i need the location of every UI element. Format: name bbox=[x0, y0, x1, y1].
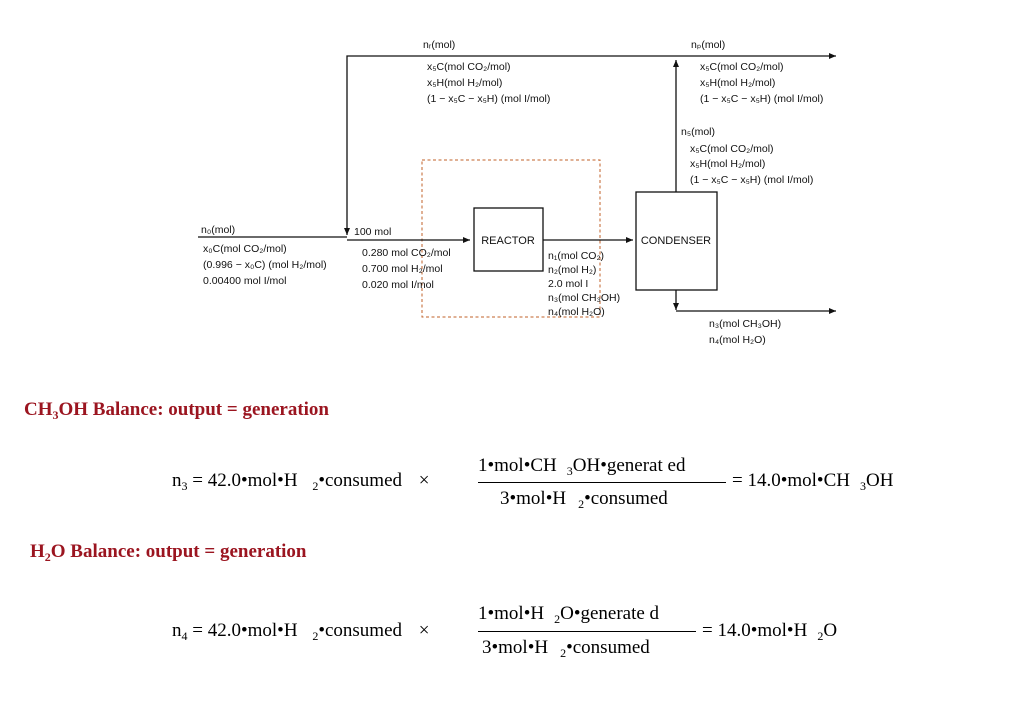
heading-subscript: 3 bbox=[52, 408, 59, 422]
recycle-stream-line bbox=[344, 55, 676, 235]
condenser-box bbox=[635, 191, 718, 291]
h2o-result: = 14.0•mol•H 2O bbox=[702, 620, 838, 643]
ch3oh-result: = 14.0•mol•CH 3OH bbox=[732, 470, 894, 493]
eq-term: = 42.0•mol•H bbox=[192, 470, 298, 491]
condenser-label: CONDENSER bbox=[641, 235, 711, 247]
eq-term: •consumed bbox=[318, 470, 403, 491]
eq-subscript: 2 bbox=[578, 497, 585, 511]
eq-subscript: 2 bbox=[554, 612, 561, 626]
heading-part: OH Balance: output = generation bbox=[58, 399, 330, 420]
h2o-balance-heading: H2O Balance: output = generation bbox=[30, 541, 307, 564]
h2o-fraction-bar bbox=[478, 631, 696, 632]
eq-term: 3•mol•H bbox=[500, 488, 567, 509]
mixed-line-2: 0.700 mol H₂/mol bbox=[362, 263, 443, 275]
condenser-top-line-2: x₅H(mol H₂/mol) bbox=[690, 158, 765, 170]
condenser-top-name: n₅(mol) bbox=[681, 126, 715, 138]
eq-subscript: 2 bbox=[817, 629, 824, 643]
reactor-label: REACTOR bbox=[481, 235, 535, 247]
eq-term: 1•mol•H bbox=[478, 603, 545, 624]
eq-term: O bbox=[823, 620, 838, 641]
eq-term: OH•generat ed bbox=[572, 455, 686, 476]
reactor-out-line-1: n₁(mol CO₂) bbox=[548, 250, 604, 262]
recycle-line-3: (1 − x₅C − x₅H) (mol I/mol) bbox=[427, 93, 550, 105]
eq-subscript: 4 bbox=[181, 629, 188, 643]
eq-term: O•generate d bbox=[560, 603, 660, 624]
purge-line-3: (1 − x₅C − x₅H) (mol I/mol) bbox=[700, 93, 823, 105]
product-line-1: n₃(mol CH₃OH) bbox=[709, 318, 781, 330]
eq-subscript: 3 bbox=[566, 464, 573, 478]
ch3oh-lhs: n3 = 42.0•mol•H 2•consumed × bbox=[172, 470, 430, 493]
heading-part: O Balance: output = generation bbox=[50, 541, 307, 562]
eq-term: = 14.0•mol•CH bbox=[732, 470, 850, 491]
heading-part: H bbox=[30, 541, 45, 562]
h2o-denominator: 3•mol•H 2•consumed bbox=[482, 637, 650, 660]
purge-name: nₚ(mol) bbox=[691, 39, 725, 51]
mixed-line-3: 0.020 mol I/mol bbox=[362, 279, 434, 291]
process-flowchart: REACTOR CONDENSER n₀(mol) x₀C(mol CO₂/mo… bbox=[198, 39, 836, 346]
reactor-box bbox=[473, 207, 544, 272]
eq-subscript: 2 bbox=[312, 629, 319, 643]
feed-line-2: (0.996 − x₀C) (mol H₂/mol) bbox=[203, 259, 327, 271]
eq-subscript: 3 bbox=[859, 479, 866, 493]
product-line-2: n₄(mol H₂O) bbox=[709, 334, 766, 346]
eq-subscript: 2 bbox=[560, 646, 567, 660]
recycle-name: nᵣ(mol) bbox=[423, 39, 455, 51]
eq-subscript: 2 bbox=[312, 479, 319, 493]
ch3oh-numerator: 1•mol•CH 3OH•generat ed bbox=[478, 455, 686, 478]
condenser-top-line-1: x₅C(mol CO₂/mol) bbox=[690, 143, 774, 155]
h2o-numerator: 1•mol•H 2O•generate d bbox=[478, 603, 660, 626]
eq-term: •consumed bbox=[318, 620, 403, 641]
purge-line-2: x₅H(mol H₂/mol) bbox=[700, 77, 775, 89]
reactor-out-line-2: n₂(mol H₂) bbox=[548, 264, 596, 276]
heading-part: CH bbox=[24, 399, 53, 420]
eq-subscript: 3 bbox=[181, 479, 188, 493]
recycle-line-2: x₅H(mol H₂/mol) bbox=[427, 77, 502, 89]
eq-term: = 42.0•mol•H bbox=[192, 620, 298, 641]
feed-line-1: x₀C(mol CO₂/mol) bbox=[203, 243, 287, 255]
eq-symbol: n bbox=[172, 470, 182, 491]
eq-symbol: n bbox=[172, 620, 182, 641]
h2o-lhs: n4 = 42.0•mol•H 2•consumed × bbox=[172, 620, 430, 643]
eq-term: OH bbox=[865, 470, 894, 491]
eq-term: = 14.0•mol•H bbox=[702, 620, 808, 641]
feed-line-3: 0.00400 mol I/mol bbox=[203, 275, 286, 287]
eq-term: •consumed bbox=[566, 637, 650, 658]
eq-times: × bbox=[418, 620, 430, 641]
eq-term: 3•mol•H bbox=[482, 637, 549, 658]
mixed-name: 100 mol bbox=[354, 226, 391, 238]
eq-term: •consumed bbox=[584, 488, 668, 509]
eq-term: 1•mol•CH bbox=[478, 455, 557, 476]
ch3oh-denominator: 3•mol•H 2•consumed bbox=[500, 488, 668, 511]
system-boundary bbox=[421, 159, 601, 318]
ch3oh-fraction-bar bbox=[478, 482, 726, 483]
heading-subscript: 2 bbox=[44, 550, 51, 564]
mixed-line-1: 0.280 mol CO₂/mol bbox=[362, 247, 451, 259]
recycle-line-1: x₅C(mol CO₂/mol) bbox=[427, 61, 511, 73]
reactor-out-line-5: n₄(mol H₂O) bbox=[548, 306, 605, 318]
reactor-out-line-4: n₃(mol CH₃OH) bbox=[548, 292, 620, 304]
condenser-top-line-3: (1 − x₅C − x₅H) (mol I/mol) bbox=[690, 174, 813, 186]
reactor-out-line-3: 2.0 mol I bbox=[548, 278, 588, 290]
eq-times: × bbox=[418, 470, 430, 491]
purge-line-1: x₅C(mol CO₂/mol) bbox=[700, 61, 784, 73]
ch3oh-balance-heading: CH3OH Balance: output = generation bbox=[24, 399, 330, 422]
feed-name: n₀(mol) bbox=[201, 224, 235, 236]
